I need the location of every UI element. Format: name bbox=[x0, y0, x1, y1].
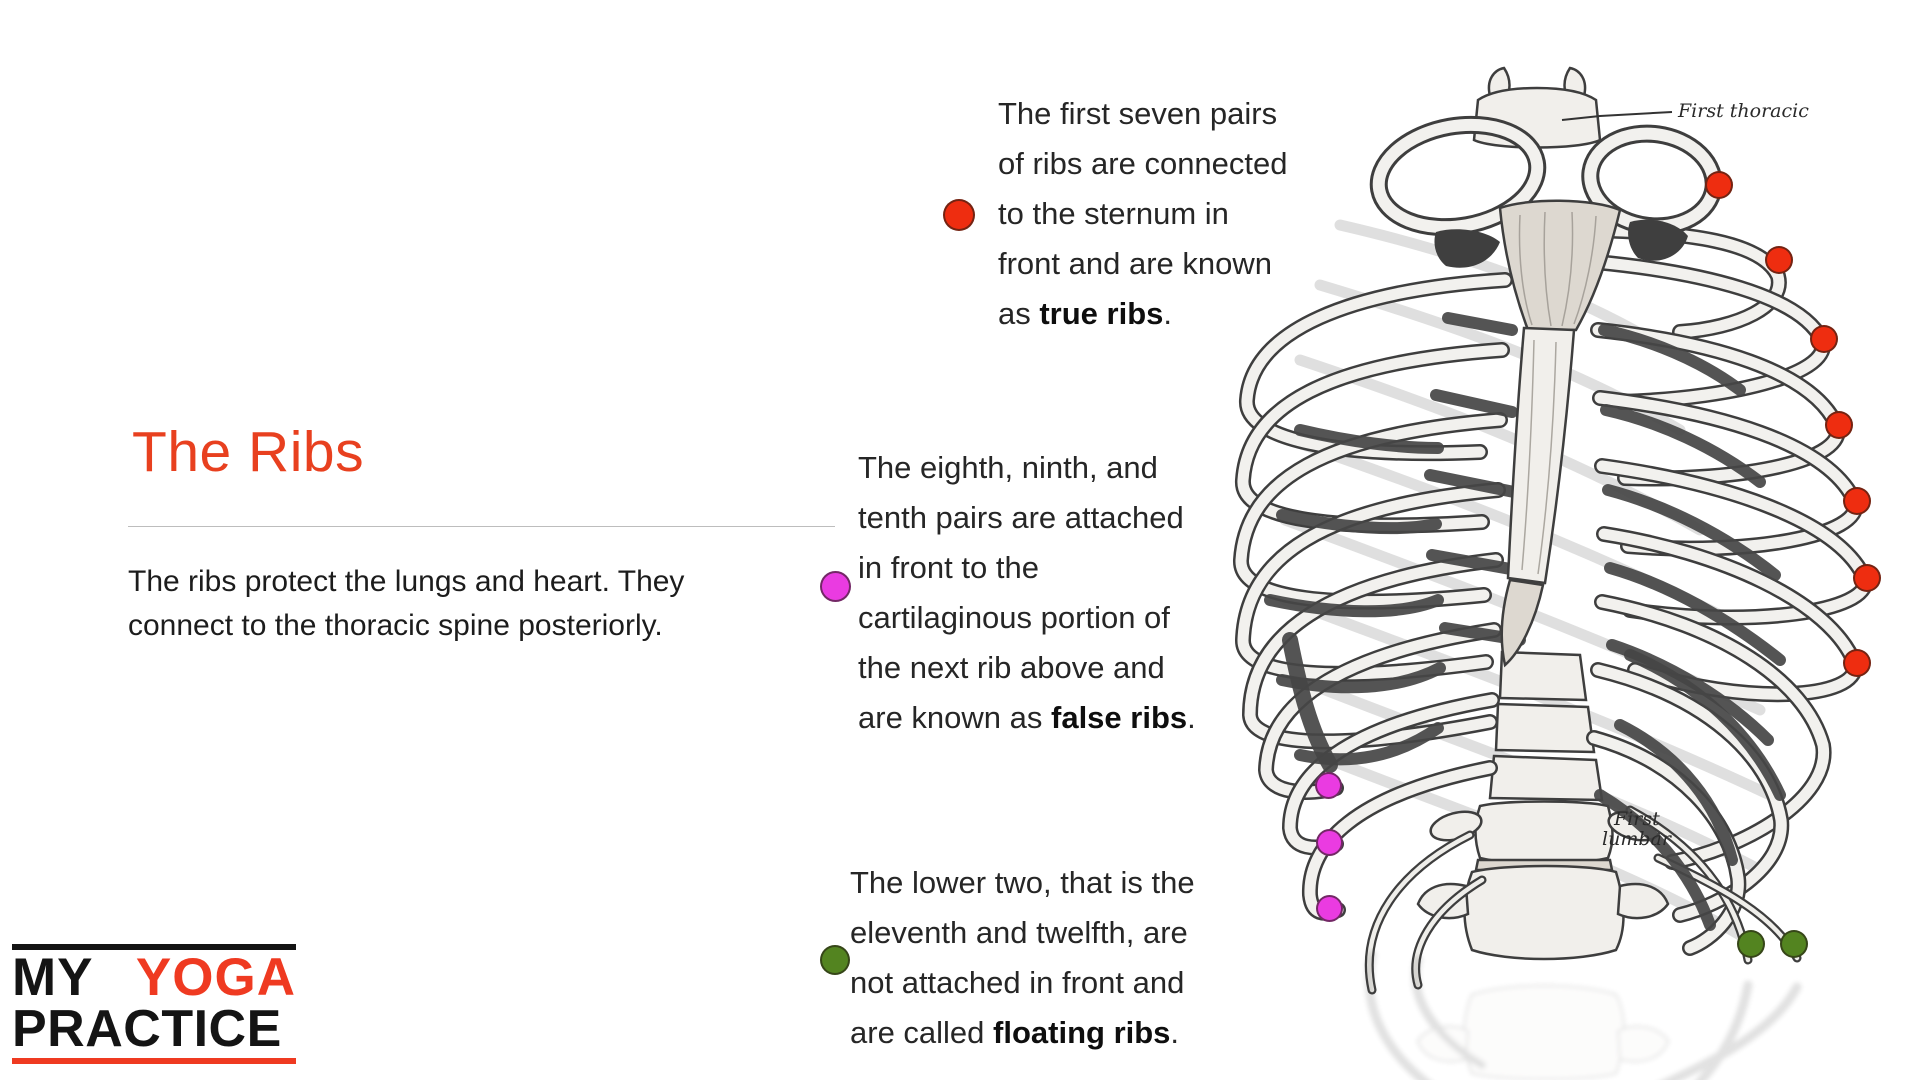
annotation-line: eleventh and twelfth, are bbox=[850, 915, 1188, 950]
annotation-line: in front to the bbox=[858, 550, 1039, 585]
annotation-line: not attached in front and bbox=[850, 965, 1185, 1000]
annotation-line: the next rib above and bbox=[858, 650, 1165, 685]
body-line: connect to the thoracic spine posteriorl… bbox=[128, 609, 663, 642]
legend-dot-floating-ribs bbox=[820, 945, 850, 975]
first-thoracic-pointer-line bbox=[1561, 111, 1673, 121]
annotation-line: The eighth, ninth, and bbox=[858, 450, 1158, 485]
logo-line-1: MY YOGA bbox=[12, 950, 296, 1006]
title-divider bbox=[128, 526, 835, 527]
body-line: The ribs protect the lungs and heart. Th… bbox=[128, 565, 685, 598]
ribcage-illustration bbox=[1233, 66, 1874, 1080]
page-title: The Ribs bbox=[132, 420, 365, 484]
annotation-true-ribs: The first seven pairs of ribs are connect… bbox=[998, 89, 1288, 339]
ribs-left-side bbox=[1233, 272, 1513, 995]
annotation-line: as true ribs. bbox=[998, 296, 1173, 331]
annotation-floating-ribs: The lower two, that is the eleventh and t… bbox=[850, 858, 1195, 1058]
annotation-line: to the sternum in bbox=[998, 196, 1229, 231]
lower-spine bbox=[1416, 650, 1670, 961]
body-paragraph: The ribs protect the lungs and heart. Th… bbox=[128, 560, 684, 648]
annotation-line: are known as false ribs. bbox=[858, 700, 1196, 735]
first-lumbar-vertebra bbox=[1416, 864, 1670, 961]
annotation-line: cartilaginous portion of bbox=[858, 600, 1170, 635]
sternum bbox=[1498, 199, 1622, 668]
logo-word-yoga: YOGA bbox=[135, 948, 296, 1007]
logo-bottom-bar bbox=[12, 1058, 296, 1064]
annotation-line: tenth pairs are attached bbox=[858, 500, 1184, 535]
annotation-line: The first seven pairs bbox=[998, 96, 1278, 131]
my-yoga-practice-logo: MY YOGA PRACTICE bbox=[12, 944, 296, 1064]
annotation-false-ribs: The eighth, ninth, and tenth pairs are at… bbox=[858, 443, 1196, 743]
logo-word-practice: PRACTICE bbox=[12, 1000, 282, 1058]
annotation-line: are called floating ribs. bbox=[850, 1015, 1180, 1050]
reflection bbox=[1364, 950, 1802, 1080]
logo-word-my: MY bbox=[12, 948, 94, 1007]
annotation-line: of ribs are connected bbox=[998, 146, 1288, 181]
legend-dot-false-ribs bbox=[819, 570, 851, 602]
annotation-line: front and are known bbox=[998, 246, 1273, 281]
annotation-line: The lower two, that is the bbox=[850, 865, 1195, 900]
rib-shading bbox=[1264, 312, 1786, 931]
legend-dot-true-ribs bbox=[943, 199, 975, 231]
logo-top-bar bbox=[12, 944, 296, 950]
